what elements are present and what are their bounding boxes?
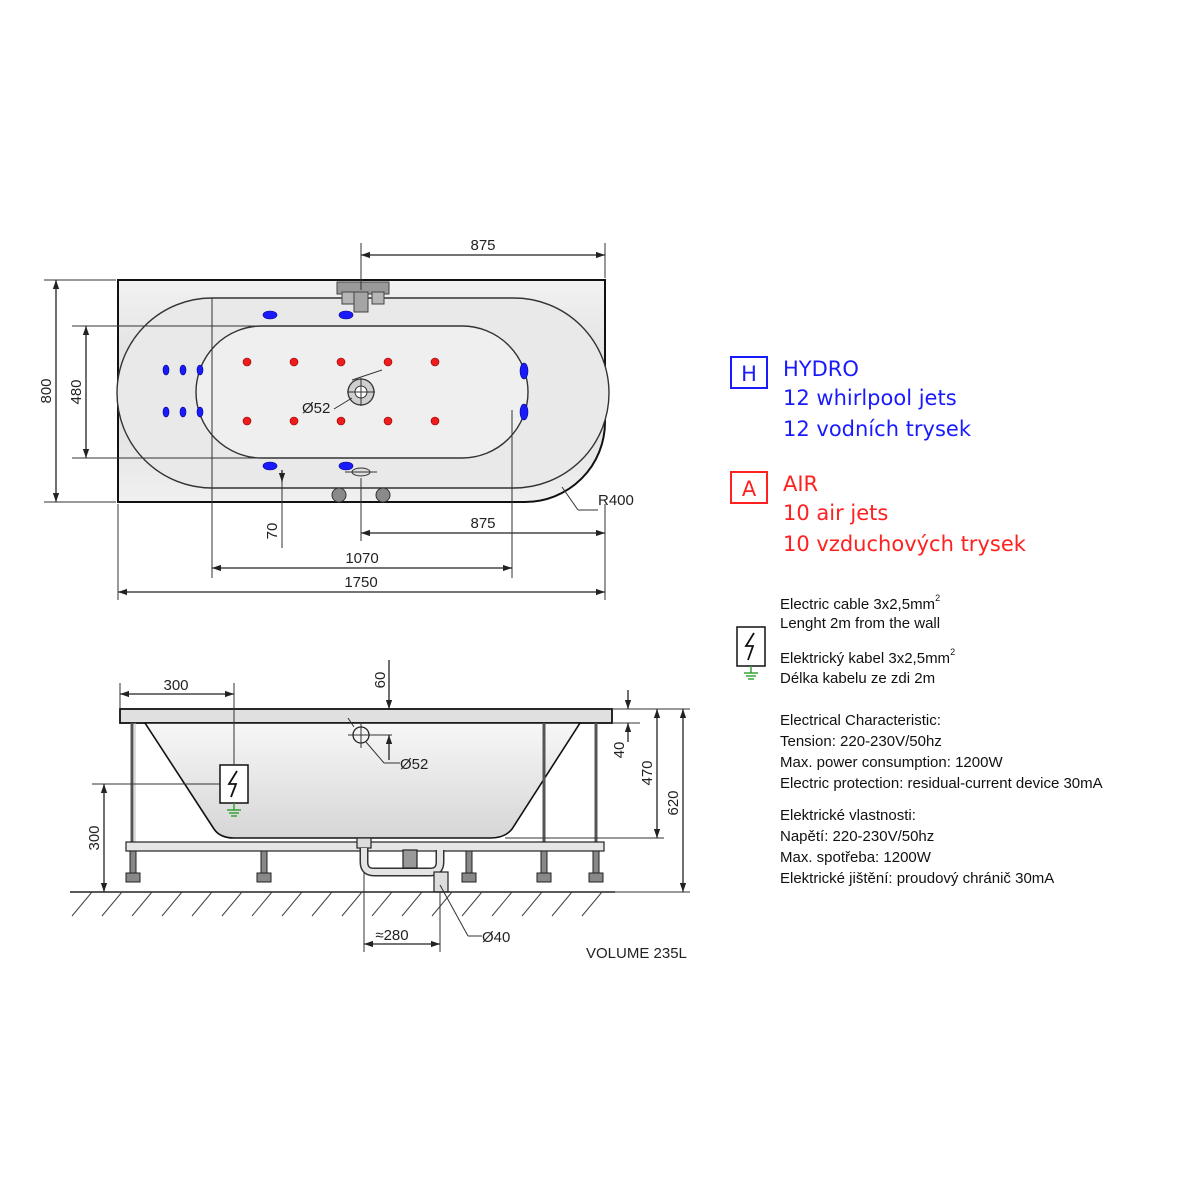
cable-en-text: Electric cable 3x2,5mm (780, 596, 935, 613)
spec-en-1: Tension: 220-230V/50hz (780, 733, 942, 750)
dim-875-top: 875 (470, 237, 495, 254)
air-title: AIR (783, 472, 818, 496)
air-jet (430, 416, 440, 426)
electric-box-icon (736, 626, 766, 680)
overflow-icon (345, 467, 377, 477)
dim-60: 60 (372, 672, 389, 689)
tub-rim (119, 708, 613, 724)
spec-cz-1: Napětí: 220-230V/50hz (780, 828, 934, 845)
hydro-jet (162, 364, 170, 376)
hydro-title: HYDRO (783, 357, 859, 381)
air-letter: A (742, 477, 757, 501)
hydro-jet (519, 362, 529, 380)
dim-diameter-52: Ø52 (302, 400, 330, 417)
dim-300-left: 300 (86, 825, 103, 850)
air-jet (336, 357, 346, 367)
length-en: Lenght 2m from the wall (780, 615, 940, 632)
hydro-letter: H (741, 362, 757, 386)
drain-icon (347, 369, 383, 406)
cable-en: Electric cable 3x2,5mm2 (780, 593, 940, 613)
air-jet (289, 357, 299, 367)
dim-diameter-52-side: Ø52 (400, 756, 428, 773)
hydro-jets (162, 310, 529, 471)
dim-620: 620 (665, 790, 682, 815)
drain-pipe-icon (356, 837, 449, 893)
spec-cz-0: Elektrické vlastnosti: (780, 807, 916, 824)
dim-1750: 1750 (344, 574, 377, 591)
tub-bowl (143, 722, 582, 839)
air-jet (242, 416, 252, 426)
legend-air: A AIR 10 air jets 10 vzduchových trysek (730, 471, 1027, 556)
top-dimensions: 875 800 480 Ø52 R400 70 8 (38, 237, 634, 600)
hydro-jet (338, 310, 354, 320)
air-jets (242, 357, 440, 426)
hydro-jet (179, 406, 187, 418)
air-jet (336, 416, 346, 426)
hydro-jet (519, 403, 529, 421)
legend-hydro: H HYDRO 12 whirlpool jets 12 vodních try… (730, 356, 972, 441)
hydro-jet (196, 406, 204, 418)
dim-800: 800 (38, 378, 55, 403)
connection-right-icon (375, 487, 391, 503)
dim-480: 480 (68, 379, 85, 404)
spec-en-0: Electrical Characteristic: (780, 712, 941, 729)
connection-left-icon (331, 487, 347, 503)
length-cz: Délka kabelu ze zdi 2m (780, 670, 935, 687)
top-view: 875 800 480 Ø52 R400 70 8 (38, 237, 634, 600)
floor (70, 891, 615, 917)
hydro-jet (162, 406, 170, 418)
electrical-info: Electric cable 3x2,5mm2 Lenght 2m from t… (736, 593, 1103, 887)
side-dimensions: 300 60 Ø52 40 470 620 (86, 660, 690, 952)
faucet-icon (336, 281, 390, 313)
cable-cz-sup: 2 (950, 647, 955, 657)
dim-1070: 1070 (345, 550, 378, 567)
spec-cz-3: Elektrické jištění: proudový chránič 30m… (780, 870, 1054, 887)
air-line2: 10 vzduchových trysek (783, 532, 1027, 556)
hydro-line2: 12 vodních trysek (783, 417, 972, 441)
air-jet (430, 357, 440, 367)
hydro-jet (338, 461, 354, 471)
spec-en-3: Electric protection: residual-current de… (780, 775, 1103, 792)
side-view: 300 60 Ø52 40 470 620 (70, 660, 690, 962)
cable-cz-text: Elektrický kabel 3x2,5mm (780, 650, 950, 667)
air-symbol (730, 471, 768, 504)
hydro-jet (262, 310, 278, 320)
spec-en-2: Max. power consumption: 1200W (780, 754, 1003, 771)
dim-40-right: 40 (611, 742, 628, 759)
hydro-jet (179, 364, 187, 376)
dim-70: 70 (264, 523, 281, 540)
hydro-jet (196, 364, 204, 376)
dim-r400: R400 (598, 492, 634, 509)
cable-en-sup: 2 (935, 593, 940, 603)
air-jet (242, 357, 252, 367)
volume-label: VOLUME 235L (586, 945, 687, 962)
air-jet (383, 416, 393, 426)
air-line1: 10 air jets (783, 501, 888, 525)
hydro-line1: 12 whirlpool jets (783, 386, 957, 410)
cable-cz: Elektrický kabel 3x2,5mm2 (780, 647, 955, 667)
frame-feet (125, 850, 604, 883)
electric-box-side-icon (219, 764, 249, 817)
dim-875-bottom: 875 (470, 515, 495, 532)
dim-300-top: 300 (163, 677, 188, 694)
hydro-symbol (730, 356, 768, 389)
dim-470: 470 (639, 760, 656, 785)
dim-diameter-40: Ø40 (482, 929, 510, 946)
dim-280: ≈280 (375, 927, 408, 944)
spec-cz-2: Max. spotřeba: 1200W (780, 849, 932, 866)
air-jet (383, 357, 393, 367)
air-jet (289, 416, 299, 426)
hydro-jet (262, 461, 278, 471)
